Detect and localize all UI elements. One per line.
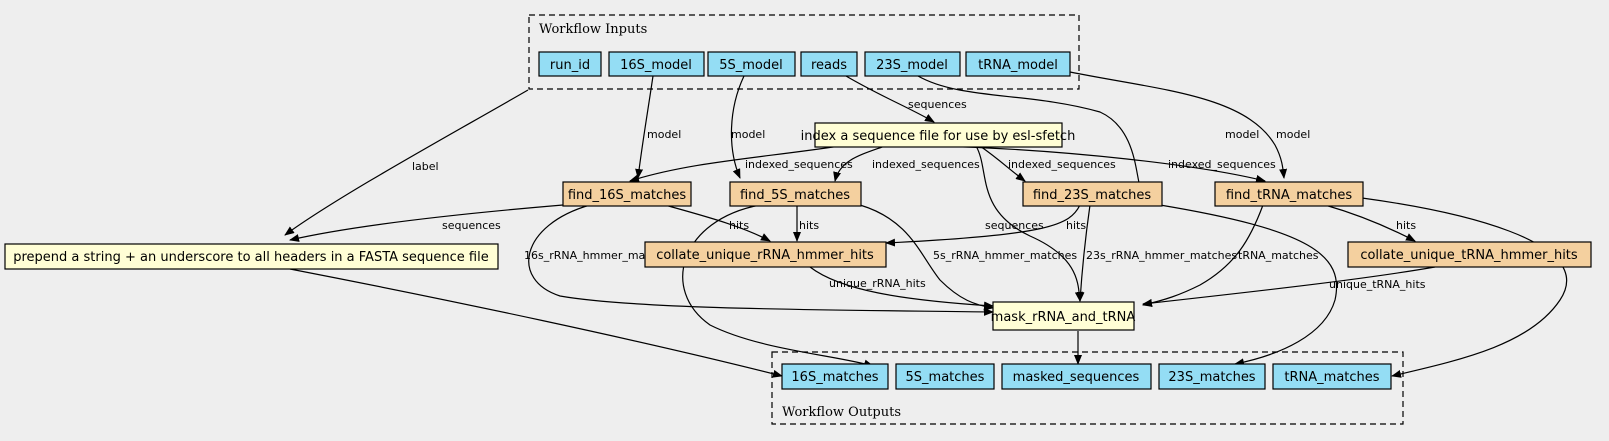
node-16s-matches-label: 16S_matches: [791, 370, 878, 385]
edge-label-find23s-mask: 23s_rRNA_hmmer_matches: [1086, 249, 1237, 262]
node-5s-matches-label: 5S_matches: [906, 370, 985, 385]
edge-label-find16s-mask: 16s_rRNA_hmmer_matches: [524, 249, 675, 262]
node-prepend-string[interactable]: prepend a string + an underscore to all …: [4, 243, 499, 270]
node-16s-model[interactable]: 16S_model: [608, 51, 705, 77]
edge-find23s-collate: [885, 204, 1081, 247]
edge-label-index-find5s: indexed_sequences: [872, 158, 980, 171]
node-find-16s-matches[interactable]: find_16S_matches: [562, 181, 692, 207]
node-run-id-label: run_id: [550, 58, 590, 73]
edge-index-find5s: [833, 145, 886, 182]
edge-label-index-find23s: indexed_sequences: [1008, 158, 1116, 171]
edge-label-findtrna-mask: tRNA_matches: [1238, 249, 1319, 262]
edge-collatetrna-mask: [1142, 266, 1436, 307]
edge-label-collaterrna-mask: unique_rRNA_hits: [829, 277, 926, 290]
edge-findtrna-mask: [1142, 204, 1264, 307]
node-reads-label: reads: [811, 58, 847, 73]
node-trna-matches-output[interactable]: tRNA_matches: [1272, 363, 1392, 390]
workflow-outputs-cluster: Workflow Outputs: [771, 351, 1404, 425]
node-23s-matches-output[interactable]: 23S_matches: [1158, 363, 1266, 390]
output-nodes: 16S_matches 5S_matches masked_sequences …: [781, 363, 1392, 390]
edge-label-runid-prepend: label: [412, 160, 439, 173]
edge-label-trnamodel: model: [1276, 128, 1310, 141]
edge-find23s-mask: [1076, 204, 1091, 302]
edge-label-find23s-collate: hits: [1066, 219, 1086, 232]
edge-index-find23s: [979, 145, 1026, 182]
edge-23smodel-find23s: [917, 75, 1143, 191]
edge-runid-prepend: [284, 89, 529, 236]
step-nodes: index a sequence file for use by esl-sfe…: [4, 122, 1592, 331]
edge-prepend-16smatches: [289, 268, 783, 378]
edge-collaterrna-mask: [809, 266, 994, 310]
edge-label-index-mask: sequences: [985, 219, 1044, 232]
node-23s-matches-label: 23S_matches: [1168, 370, 1255, 385]
node-masked-sequences-label: masked_sequences: [1013, 370, 1140, 385]
edge-index-mask: [975, 145, 1083, 302]
edge-index-findtrna: [939, 145, 1266, 183]
edge-label-5smodel: model: [731, 128, 765, 141]
node-find-16s-label: find_16S_matches: [568, 188, 687, 203]
input-nodes: run_id 16S_model 5S_model reads 23S_mode…: [538, 51, 1071, 77]
node-find-trna-label: find_tRNA_matches: [1226, 188, 1353, 203]
edge-find5s-mask: [859, 204, 994, 311]
edges: sequences label model model model model …: [284, 71, 1568, 378]
edge-findtrna-collate: [1324, 204, 1416, 242]
edge-find16s-collate: [664, 204, 771, 242]
edge-find16s-mask: [528, 204, 994, 316]
node-index-sequence-file[interactable]: index a sequence file for use by esl-sfe…: [801, 122, 1076, 148]
node-masked-sequences-output[interactable]: masked_sequences: [1001, 363, 1152, 390]
node-collate-trna-label: collate_unique_tRNA_hmmer_hits: [1360, 248, 1578, 263]
workflow-outputs-label: Workflow Outputs: [782, 405, 901, 420]
edge-trnamodel-findtrna: [1069, 71, 1288, 179]
edge-index-find16s: [629, 145, 841, 183]
edge-reads-index: [845, 75, 935, 123]
node-collate-rrna-label: collate_unique_rRNA_hmmer_hits: [656, 248, 874, 263]
edge-label-findtrna-collate: hits: [1396, 219, 1416, 232]
node-index-label: index a sequence file for use by esl-sfe…: [801, 129, 1076, 144]
node-5s-model-label: 5S_model: [719, 58, 783, 73]
edge-find5s-5smatches: [682, 204, 874, 368]
node-23s-model[interactable]: 23S_model: [864, 51, 961, 77]
node-run-id[interactable]: run_id: [538, 51, 602, 77]
node-collate-trna-hits[interactable]: collate_unique_tRNA_hmmer_hits: [1347, 241, 1592, 268]
node-trna-model[interactable]: tRNA_model: [965, 51, 1071, 77]
node-23s-model-label: 23S_model: [876, 58, 948, 73]
workflow-inputs-label: Workflow Inputs: [539, 22, 647, 37]
edge-label-23smodel: model: [1225, 128, 1259, 141]
edge-5smodel-find5s: [730, 75, 745, 179]
node-trna-model-label: tRNA_model: [978, 58, 1058, 73]
edge-label-16smodel: model: [647, 128, 681, 141]
node-find-trna-matches[interactable]: find_tRNA_matches: [1214, 181, 1364, 207]
edge-label-index-find16s: indexed_sequences: [745, 158, 853, 171]
node-find-5s-label: find_5S_matches: [740, 188, 850, 203]
node-16s-matches-output[interactable]: 16S_matches: [781, 363, 889, 390]
edge-findtrna-trnamatches: [1361, 197, 1568, 378]
node-mask-rrna-trna[interactable]: mask_rRNA_and_tRNA: [991, 301, 1136, 331]
edge-label-collatetrna-mask: unique_tRNA_hits: [1329, 278, 1426, 291]
node-16s-model-label: 16S_model: [620, 58, 692, 73]
node-prepend-label: prepend a string + an underscore to all …: [13, 250, 488, 265]
workflow-inputs-cluster: Workflow Inputs: [528, 14, 1080, 90]
node-find-23s-matches[interactable]: find_23S_matches: [1022, 181, 1163, 207]
node-5s-matches-output[interactable]: 5S_matches: [895, 363, 995, 390]
node-mask-label: mask_rRNA_and_tRNA: [991, 310, 1136, 325]
edge-label-find16s-collate: hits: [729, 219, 749, 232]
edge-label-find16s-prepend: sequences: [442, 219, 501, 232]
edge-find16s-prepend: [289, 204, 564, 242]
node-trna-matches-label: tRNA_matches: [1284, 370, 1379, 385]
edge-label-reads-index: sequences: [908, 98, 967, 111]
node-find-5s-matches[interactable]: find_5S_matches: [729, 181, 862, 207]
node-collate-rrna-hits[interactable]: collate_unique_rRNA_hmmer_hits: [644, 241, 887, 268]
edge-find23s-23smatches: [1159, 204, 1338, 367]
node-reads[interactable]: reads: [800, 51, 858, 77]
edge-label-find5s-collate: hits: [799, 219, 819, 232]
edge-label-find5s-mask: 5s_rRNA_hmmer_matches: [933, 249, 1077, 262]
node-5s-model[interactable]: 5S_model: [707, 51, 796, 77]
edge-label-index-findtrna: indexed_sequences: [1168, 158, 1276, 171]
node-find-23s-label: find_23S_matches: [1033, 188, 1152, 203]
edge-16smodel-find16s: [635, 75, 654, 179]
